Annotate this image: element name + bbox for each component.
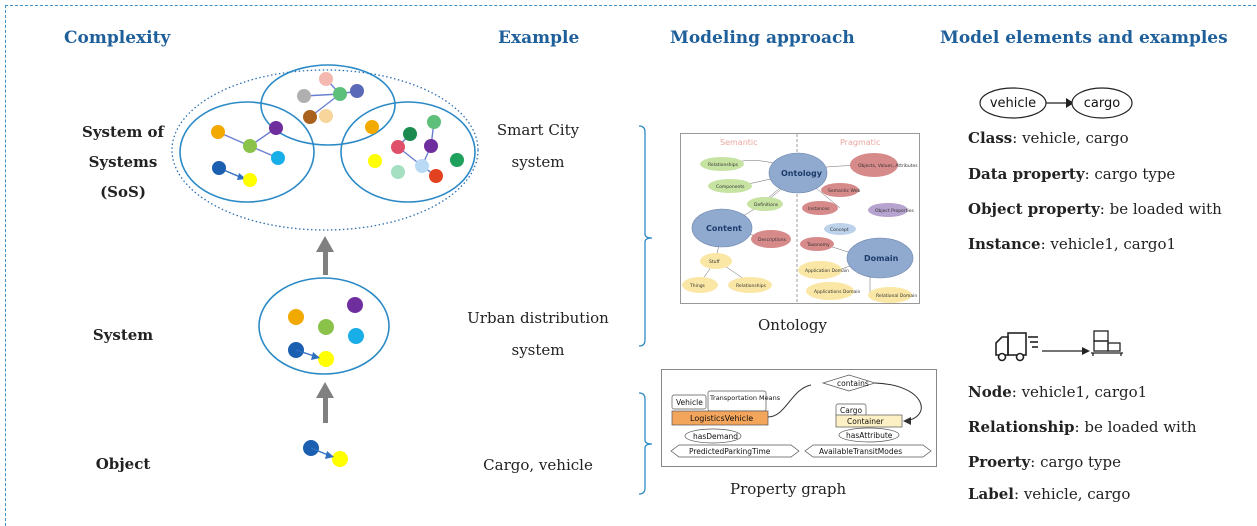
graph-transit: AvailableTransitModes — [819, 447, 902, 456]
ontology-minor-8: Semantic Web — [828, 188, 860, 194]
graph-example-icons — [995, 330, 1123, 362]
row-value: : cargo type — [1084, 165, 1176, 183]
ontology-example-row-0: Class: vehicle, cargo — [968, 129, 1129, 147]
ontology-node-content: Content — [706, 224, 742, 233]
level-system: System — [92, 326, 154, 344]
level-sos-line3: (SoS) — [100, 183, 146, 201]
graph-example-row-2: Proerty: cargo type — [968, 453, 1121, 471]
sos-system-left — [179, 101, 315, 203]
row-value: : be loaded with — [1099, 200, 1222, 218]
level-sos-line2: Systems — [88, 153, 158, 171]
sos-top-dots — [297, 72, 364, 124]
ontology-minor-10: Concept — [830, 227, 849, 233]
graph-example-row-1: Relationship: be loaded with — [968, 418, 1197, 436]
header-example: Example — [498, 28, 580, 48]
example-system: Urban distribution system — [448, 302, 628, 366]
ontology-minor-15: Object Properties — [875, 208, 914, 214]
example-system-line1: Urban distribution — [467, 309, 609, 327]
complexity-up-arrows — [316, 236, 334, 423]
graph-has-demand: hasDemand — [693, 432, 738, 441]
graph-vehicle-tag: Vehicle — [676, 398, 703, 407]
ontology-minor-2: Definitions — [754, 202, 779, 208]
complexity-graphic — [171, 64, 479, 467]
row-value: : cargo type — [1030, 453, 1121, 471]
graph-has-attribute: hasAttribute — [846, 431, 893, 440]
ontology-example-row-2: Object property: be loaded with — [968, 200, 1222, 218]
header-model-elements: Model elements and examples — [940, 28, 1228, 48]
ontology-minor-12: Application Domain — [805, 268, 849, 274]
property-graph-figure: Vehicle Transportation Means LogisticsVe… — [661, 369, 937, 467]
ontology-right-title: Pragmatic — [840, 138, 880, 147]
ontology-minor-16: Objects, Values, Attributes — [858, 163, 918, 169]
ontology-minor-0: Relationships — [708, 162, 739, 168]
object-dots — [303, 440, 348, 467]
level-object: Object — [95, 455, 151, 473]
row-key: Node — [968, 383, 1012, 401]
header-complexity: Complexity — [64, 28, 171, 48]
cargo-boxes-icon — [1091, 330, 1123, 356]
graph-cargo-tag: Cargo — [840, 406, 863, 415]
example-sos-line2: system — [511, 153, 565, 171]
sos-left-dots — [211, 121, 285, 187]
ontology-figure: Semantic Pragmatic Relationships Compone… — [680, 133, 920, 304]
ontology-left-title: Semantic — [720, 138, 758, 147]
ontology-minor-6: Relationships — [736, 283, 767, 289]
sos-boundary — [171, 69, 479, 231]
row-value: : be loaded with — [1074, 418, 1197, 436]
sos-links — [217, 78, 437, 177]
sos-right-dots — [365, 115, 464, 183]
ontology-minor-14: Relational Domain — [876, 293, 917, 299]
delivery-truck-icon — [995, 332, 1038, 362]
system-dots — [288, 297, 364, 367]
ontology-minor-1: Components — [716, 184, 745, 190]
ontology-minor-3: Descriptions — [758, 237, 787, 243]
graph-contains: contains — [837, 379, 869, 388]
ontology-node-ontology: Ontology — [781, 169, 823, 178]
row-value: : vehicle1, cargo1 — [1040, 235, 1177, 253]
ontology-minor-4: Stuff — [709, 259, 720, 265]
graph-example-row-3: Label: vehicle, cargo — [968, 485, 1130, 503]
ontology-minor-13: Applications Domain — [814, 289, 861, 295]
ontology-minor-9: Instances — [808, 206, 830, 212]
graph-example-row-0: Node: vehicle1, cargo1 — [968, 383, 1147, 401]
ontology-example-row-3: Instance: vehicle1, cargo1 — [968, 235, 1176, 253]
graph-logistics-node: LogisticsVehicle — [690, 414, 753, 423]
ontology-example-node2: cargo — [1084, 96, 1120, 111]
caption-property-graph: Property graph — [730, 480, 847, 498]
example-object: Cargo, vehicle — [483, 456, 593, 474]
row-key: Data property — [968, 165, 1085, 183]
header-modeling-approach: Modeling approach — [670, 28, 855, 48]
ontology-example-node1: vehicle — [990, 96, 1036, 111]
example-sos: Smart City system — [478, 114, 598, 178]
row-key: Proerty — [968, 453, 1031, 471]
ontology-minor-5: Things — [689, 283, 706, 289]
row-value: : vehicle, cargo — [1014, 485, 1131, 503]
row-key: Object property — [968, 200, 1100, 218]
row-value: : vehicle, cargo — [1012, 129, 1129, 147]
ontology-node-domain: Domain — [864, 254, 899, 263]
row-key: Relationship — [968, 418, 1075, 436]
dashed-frame — [5, 5, 1257, 526]
graph-predicted: PredictedParkingTime — [689, 447, 771, 456]
row-key: Label — [968, 485, 1014, 503]
row-value: : vehicle1, cargo1 — [1011, 383, 1148, 401]
graph-container-node: Container — [847, 417, 885, 426]
level-sos: System of Systems (SoS) — [68, 117, 178, 207]
row-key: Instance — [968, 235, 1041, 253]
graph-transport-tag: Transportation Means — [709, 394, 781, 402]
ontology-minor-11: Taxonomy — [806, 242, 830, 248]
row-key: Class — [968, 129, 1013, 147]
level-sos-line1: System of — [81, 123, 165, 141]
caption-ontology: Ontology — [758, 316, 827, 334]
ontology-example-diagram: vehicle cargo — [979, 87, 1133, 119]
brackets — [638, 125, 653, 495]
sos-system-right — [340, 101, 476, 203]
ontology-example-row-1: Data property: cargo type — [968, 165, 1175, 183]
example-system-line2: system — [511, 341, 565, 359]
sos-system-top — [260, 64, 396, 146]
example-sos-line1: Smart City — [496, 121, 580, 139]
system-ellipse — [258, 277, 390, 375]
